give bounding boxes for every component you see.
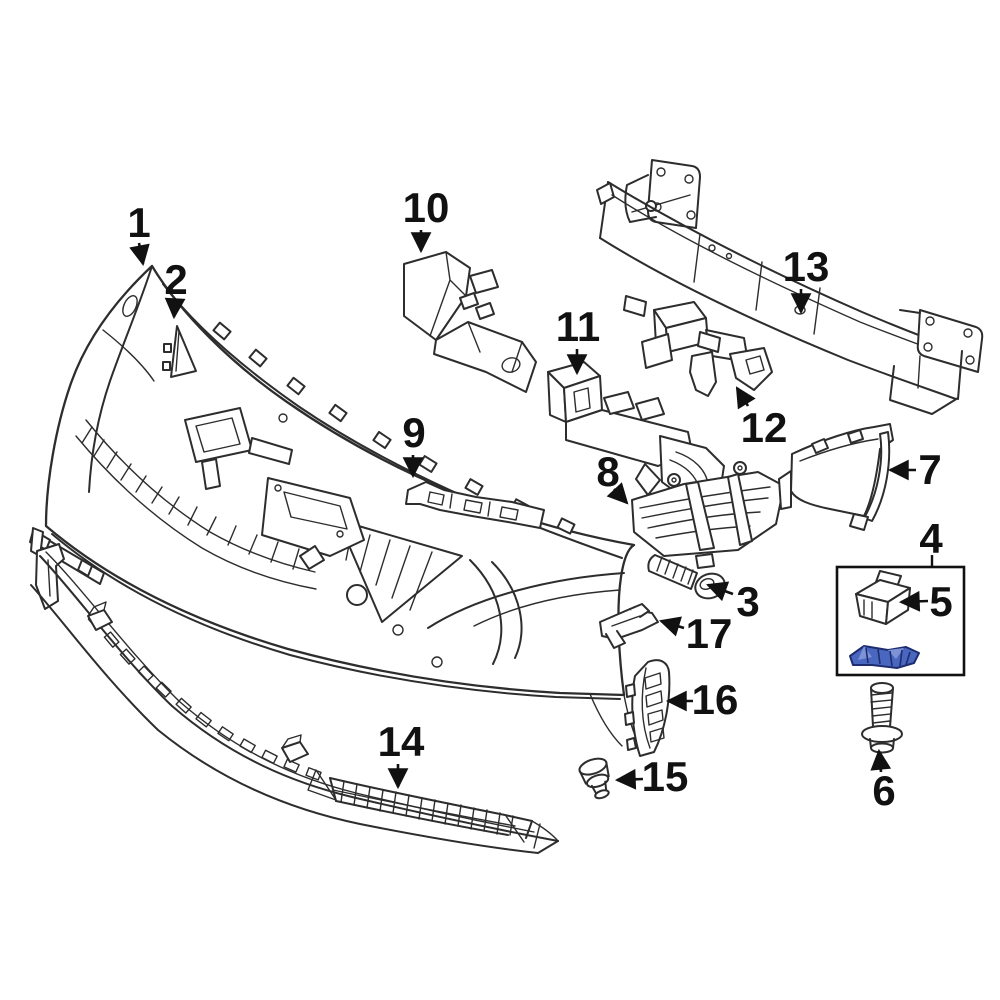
callout-15-arrow	[614, 768, 644, 790]
callout-label-15: 15	[642, 753, 689, 800]
part-10-energy-absorber-left	[403, 251, 537, 393]
part-17-bracket	[599, 603, 659, 649]
callout-3-arrow	[706, 581, 734, 602]
callout-label-2: 2	[164, 256, 187, 303]
part-15-push-clip	[578, 757, 610, 800]
callout-label-5: 5	[929, 578, 952, 625]
callout-label-7: 7	[918, 446, 941, 493]
callout-label-9: 9	[402, 409, 425, 456]
callout-label-10: 10	[403, 184, 450, 231]
callout-arrows	[129, 230, 934, 790]
callout-label-16: 16	[692, 676, 739, 723]
callout-label-3: 3	[736, 578, 759, 625]
callout-label-1: 1	[127, 199, 150, 246]
callout-labels: 1 2 3 4 5 6 7 8 9 10 11 12 13 14 15 16 1…	[127, 184, 952, 814]
callout-label-13: 13	[783, 243, 830, 290]
part-1-bumper-cover	[44, 264, 639, 747]
callout-label-8: 8	[596, 448, 619, 495]
part-2-bracket	[162, 325, 197, 378]
part-5-clip	[855, 570, 911, 625]
callout-label-4: 4	[919, 515, 943, 562]
part-4-highlighted-bracket	[849, 645, 920, 669]
callout-6-arrow	[870, 748, 892, 773]
part-16-side-bracket	[624, 659, 671, 757]
callout-label-12: 12	[741, 404, 788, 451]
callout-label-6: 6	[872, 767, 895, 814]
callout-label-14: 14	[378, 718, 425, 765]
callout-1-arrow	[129, 242, 150, 267]
grille-shutter-assembly	[184, 407, 365, 570]
part-6-bolt	[861, 682, 903, 754]
part-14-valance-panel	[29, 527, 559, 854]
part-13-impact-bar	[596, 159, 984, 415]
callout-8-arrow	[606, 482, 629, 505]
callout-label-11: 11	[556, 303, 600, 350]
callout-2-arrow	[164, 297, 186, 320]
part-9-rail-bracket	[405, 481, 545, 529]
part-8-lower-grille	[631, 461, 785, 569]
part-3-bolt	[647, 554, 726, 600]
part-7-air-duct	[778, 423, 894, 531]
callout-4-box	[835, 565, 966, 677]
callout-5-arrow	[898, 590, 929, 612]
callout-12-arrow	[735, 386, 756, 410]
callout-label-17: 17	[686, 610, 733, 657]
callout-17-arrow	[659, 616, 685, 637]
